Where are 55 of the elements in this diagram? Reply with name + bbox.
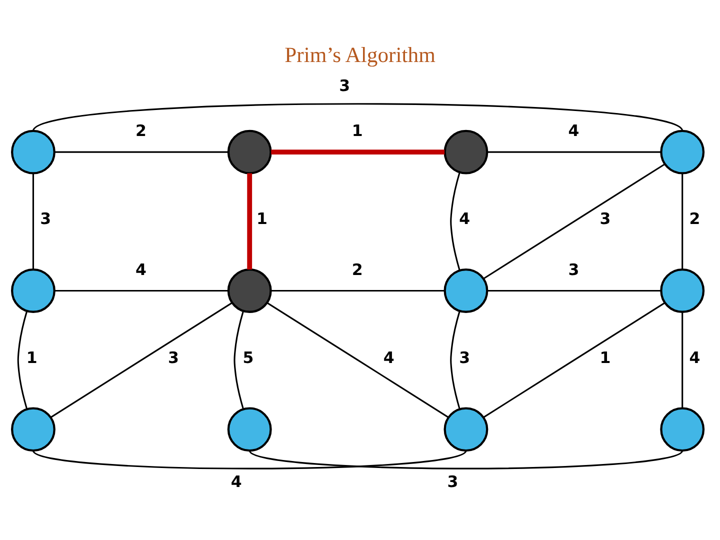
edge-label: 1 (256, 208, 268, 228)
connector (32, 102, 683, 132)
edge-label: 5 (242, 347, 254, 366)
connector (488, 150, 661, 152)
edge-label: 4 (383, 347, 394, 366)
edge-label: 1 (352, 120, 363, 140)
connector (682, 311, 684, 408)
edge-label: 2 (136, 120, 146, 140)
connector (271, 289, 445, 292)
edge-label: 4 (568, 120, 580, 140)
node-circle (227, 406, 272, 452)
connector (249, 449, 683, 469)
connector (450, 310, 460, 409)
edge-label: 4 (689, 347, 700, 366)
connector (32, 172, 34, 269)
edge-label: 2 (689, 208, 700, 228)
connector (247, 172, 252, 269)
node-circle (11, 268, 56, 312)
node-circle (11, 406, 56, 452)
connector (54, 289, 228, 292)
connector (17, 310, 28, 409)
edge-label: 3 (568, 259, 580, 278)
diagram-title: Prim’s Algorithm (284, 42, 436, 67)
node-circle (227, 268, 272, 312)
node-circle (660, 268, 705, 312)
connector (32, 449, 466, 469)
connector (488, 289, 661, 292)
connector (50, 302, 232, 418)
edge-label: 1 (26, 347, 38, 366)
edge-label: 1 (600, 347, 611, 366)
connector (266, 302, 449, 418)
connector (682, 172, 684, 269)
node-circle (660, 406, 705, 452)
connector (271, 149, 445, 154)
edge-label: 3 (339, 75, 350, 94)
node-circle (444, 406, 488, 452)
node-circle (444, 268, 488, 312)
edge-label: 4 (230, 472, 242, 491)
node-circle (227, 129, 272, 174)
edge-label: 4 (459, 208, 470, 228)
edge-label: 3 (600, 208, 611, 228)
connector (234, 310, 244, 409)
connector (450, 172, 460, 270)
edge-label: 3 (459, 347, 470, 366)
edge-label: 2 (352, 259, 363, 278)
connector (483, 163, 666, 279)
edge-label: 3 (40, 208, 52, 228)
node-circle (444, 129, 488, 174)
connector (483, 302, 666, 418)
connector (54, 150, 228, 152)
node-circle (660, 129, 705, 174)
edge-label: 3 (447, 472, 458, 491)
node-circle (11, 129, 56, 174)
edge-label: 3 (168, 347, 179, 366)
edge-label: 4 (136, 259, 146, 278)
